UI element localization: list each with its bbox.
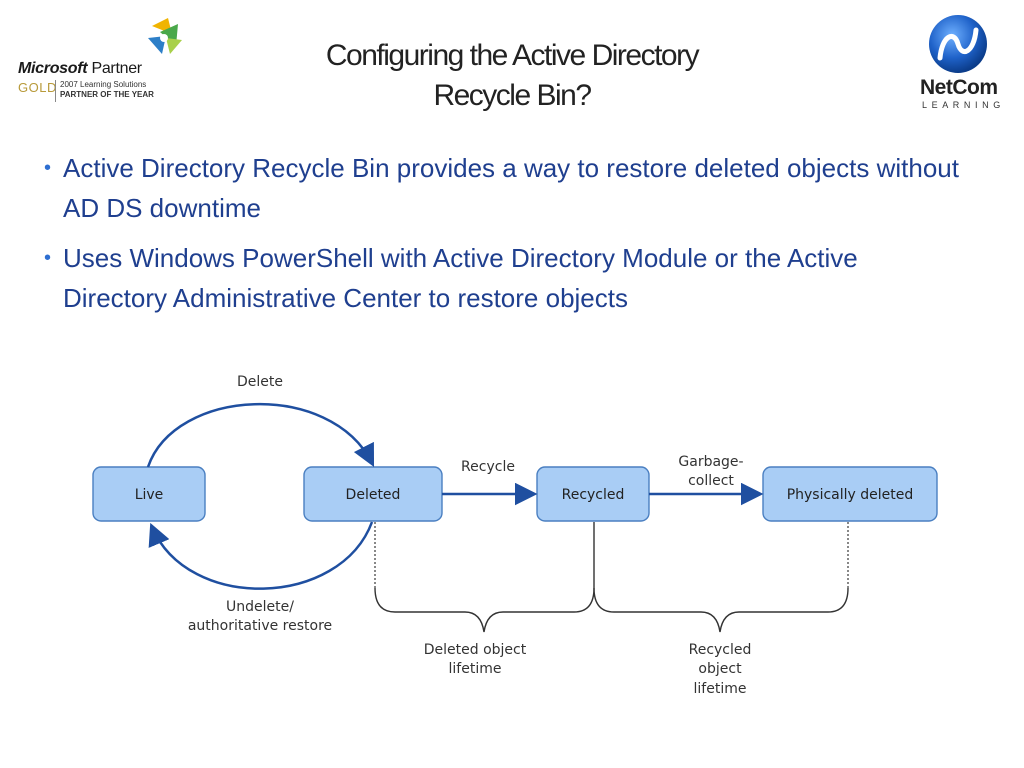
bullet-list: • Active Directory Recycle Bin provides a… — [44, 148, 964, 328]
node-deleted-label: Deleted — [346, 487, 401, 503]
undelete-label-line1: Undelete/ — [226, 599, 294, 615]
node-live: Live — [92, 466, 206, 522]
garbage-collect-label-line2: collect — [688, 473, 734, 489]
recycle-bin-lifecycle-diagram: Live Deleted Recycled Physically deleted… — [92, 374, 938, 697]
node-physically-deleted-label: Physically deleted — [787, 487, 914, 503]
bullet-icon: • — [44, 247, 52, 269]
partner-award-line1: 2007 Learning Solutions — [60, 80, 147, 89]
bullet-item: • Uses Windows PowerShell with Active Dir… — [44, 238, 964, 318]
bullet-icon: • — [44, 157, 52, 179]
microsoft-brand: Microsoft Partner — [18, 60, 142, 77]
node-live-label: Live — [135, 487, 164, 503]
slide-title-line2: Recycle Bin? — [433, 79, 592, 112]
netcom-name: NetCom — [920, 76, 998, 99]
delete-label: Delete — [237, 374, 283, 390]
node-recycled-label: Recycled — [562, 487, 625, 503]
microsoft-partner-logo: Microsoft Partner GOLD 2007 Learning Sol… — [16, 14, 182, 102]
recycle-label: Recycle — [461, 459, 515, 475]
deleted-lifetime-brace — [374, 587, 595, 633]
bullet-item: • Active Directory Recycle Bin provides a… — [44, 148, 964, 228]
bullet-text: Active Directory Recycle Bin provides a … — [63, 153, 959, 223]
netcom-logo: NetCom LEARNING — [914, 14, 1006, 110]
garbage-collect-label-line1: Garbage- — [678, 454, 743, 470]
recycled-lifetime-label-line3: lifetime — [694, 681, 747, 697]
node-deleted: Deleted — [303, 466, 443, 522]
partner-leaf-icon — [148, 18, 182, 54]
delete-arrow — [146, 402, 375, 468]
deleted-lifetime-label-line2: lifetime — [449, 661, 502, 677]
node-recycled: Recycled — [536, 466, 650, 522]
slide-title: Configuring the Active Directory Recycle… — [250, 36, 774, 116]
netcom-globe-icon — [929, 15, 987, 73]
recycled-lifetime-brace — [593, 587, 849, 633]
undelete-label-line2: authoritative restore — [188, 618, 332, 634]
logo-divider — [55, 80, 56, 102]
netcom-subtitle: LEARNING — [922, 100, 1005, 110]
undelete-arrow — [148, 521, 374, 590]
recycled-lifetime-label-line1: Recycled — [689, 642, 752, 658]
slide-title-line1: Configuring the Active Directory — [325, 39, 700, 72]
node-physically-deleted: Physically deleted — [762, 466, 938, 522]
partner-award-line2: PARTNER OF THE YEAR — [60, 90, 154, 99]
gold-tier-label: GOLD — [18, 80, 57, 95]
bullet-text: Uses Windows PowerShell with Active Dire… — [63, 243, 858, 313]
deleted-lifetime-label-line1: Deleted object — [424, 642, 527, 658]
recycled-lifetime-label-line2: object — [698, 661, 742, 677]
